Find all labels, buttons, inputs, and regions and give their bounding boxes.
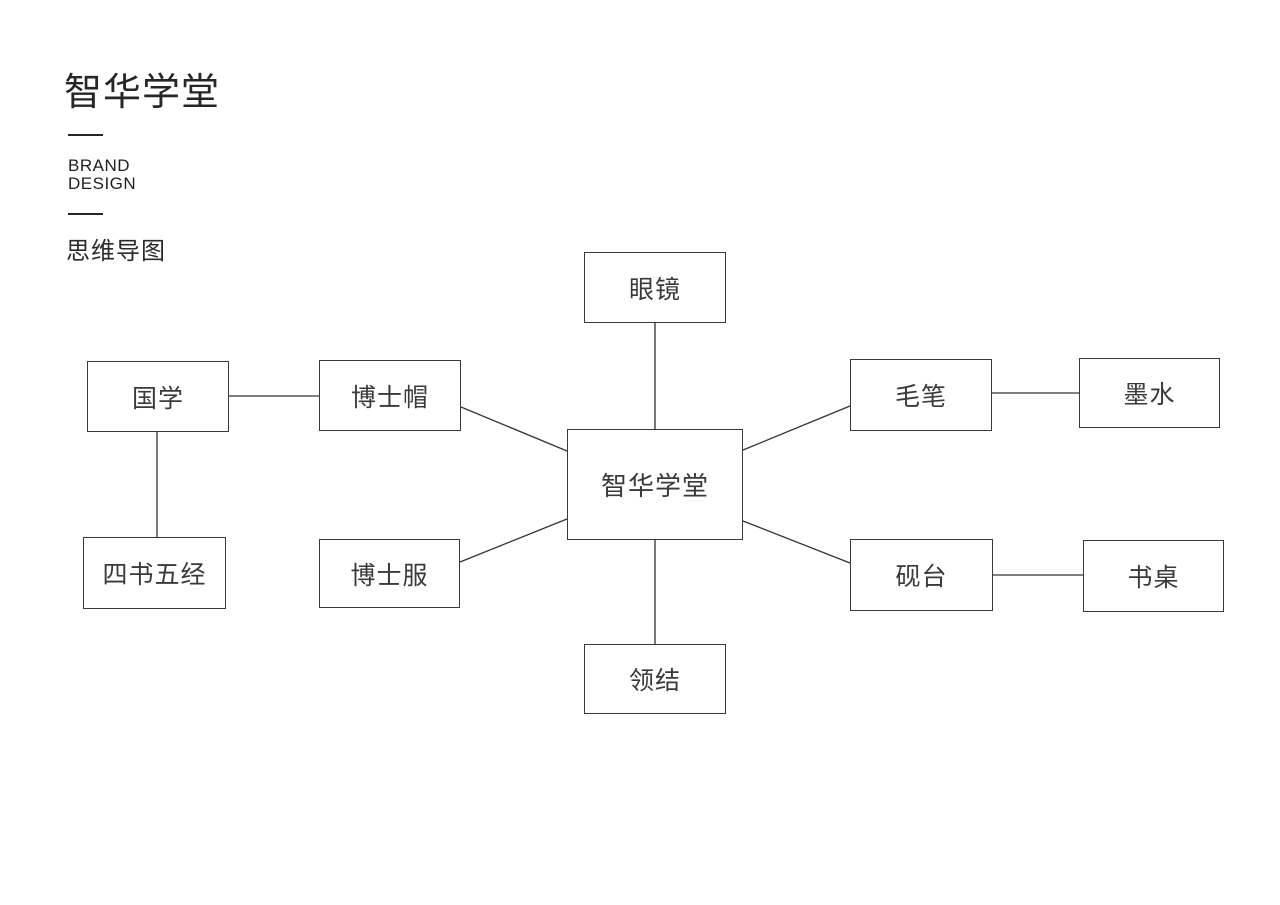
node-desk: 书桌 xyxy=(1083,540,1224,612)
node-inkstone: 砚台 xyxy=(850,539,993,611)
node-label: 四书五经 xyxy=(102,561,207,589)
node-label: 博士服 xyxy=(350,561,429,590)
node-label: 书桌 xyxy=(1127,564,1180,592)
node-glasses: 眼镜 xyxy=(584,252,726,323)
node-label: 砚台 xyxy=(895,563,948,591)
edge-center-inkstone xyxy=(742,520,851,564)
edge-cap-center xyxy=(460,406,568,452)
brand-design-label: BRAND DESIGN xyxy=(68,157,136,193)
node-ink: 墨水 xyxy=(1079,358,1220,428)
node-label: 领结 xyxy=(628,667,681,695)
node-doctoral-gown: 博士服 xyxy=(319,539,460,608)
node-writing-brush: 毛笔 xyxy=(850,359,992,431)
node-national-studies: 国学 xyxy=(87,361,229,432)
node-bow-tie: 领结 xyxy=(584,644,726,714)
node-label: 博士帽 xyxy=(350,383,429,412)
section-title: 思维导图 xyxy=(66,238,166,265)
node-four-books-five-classics: 四书五经 xyxy=(83,537,226,609)
node-label: 毛笔 xyxy=(894,383,947,411)
brand-line-1: BRAND xyxy=(68,156,131,175)
brand-line-2: DESIGN xyxy=(68,174,137,193)
page-title: 智华学堂 xyxy=(64,72,221,114)
divider-dash-top xyxy=(68,134,103,136)
node-label: 国学 xyxy=(131,384,184,413)
node-doctoral-cap: 博士帽 xyxy=(319,360,461,431)
node-label: 墨水 xyxy=(1123,381,1176,409)
edge-gown-center xyxy=(459,518,568,563)
node-label: 眼镜 xyxy=(628,275,681,304)
node-center-zhihua-academy: 智华学堂 xyxy=(567,429,743,540)
node-label: 智华学堂 xyxy=(600,471,709,501)
edge-center-brush xyxy=(742,405,851,451)
divider-dash-bottom xyxy=(68,213,103,215)
